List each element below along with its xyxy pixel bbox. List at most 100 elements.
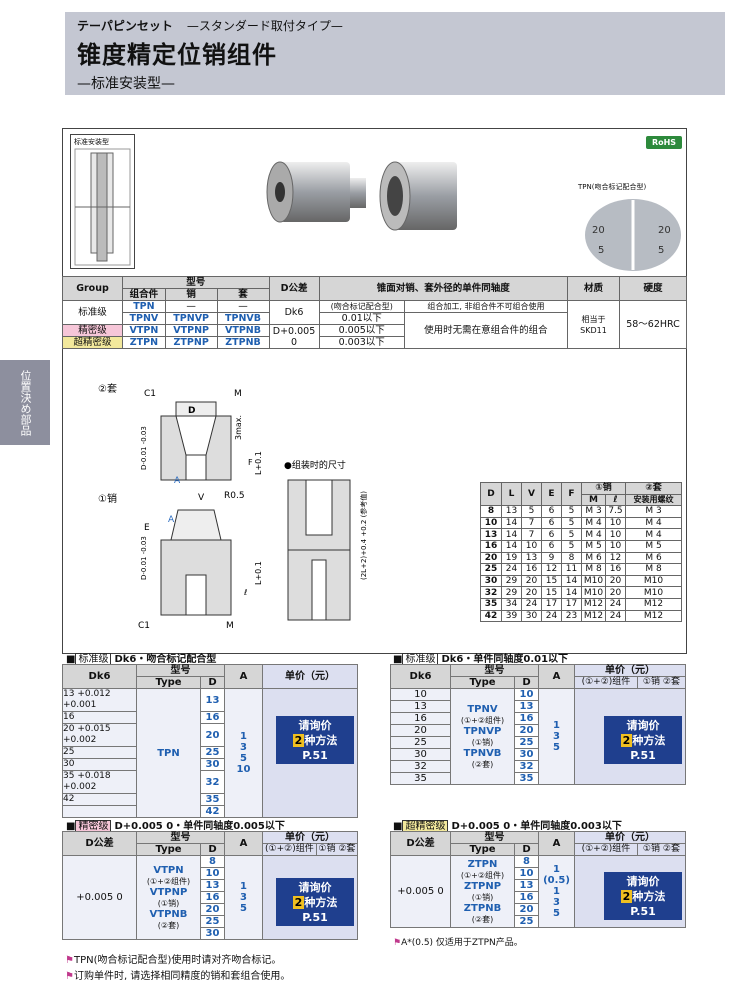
dim-cell: 10 (521, 539, 542, 553)
svg-text:F: F (248, 458, 253, 467)
dim-cell: 7.5 (605, 505, 626, 518)
dim-cell: M 8 (581, 563, 606, 576)
type-label: ZTPN (467, 858, 498, 870)
dim-cell: 8 (561, 551, 582, 565)
d-cell[interactable]: 20 (200, 903, 225, 916)
type-label: TPNVP (463, 725, 502, 737)
a-value: 3 (553, 897, 560, 908)
d-cell[interactable]: 13 (200, 688, 225, 712)
dim-cell: 8 (480, 505, 502, 518)
side-category-tab[interactable]: 位置決め部品 (0, 360, 50, 445)
dim-cell: 11 (561, 563, 582, 576)
d-cell[interactable]: 42 (200, 805, 225, 818)
dim-cell: 34 (501, 597, 522, 611)
a-value: 1 (240, 881, 247, 892)
type-label: (②套) (471, 914, 494, 924)
dim-cell: 10 (605, 516, 626, 530)
d-cell[interactable]: 8 (514, 855, 539, 868)
d-cell[interactable]: 13 (514, 879, 539, 892)
sec4-note: ⚑A*(0.5) 仅适用于ZTPN产品。 (393, 938, 523, 948)
a-value: 5 (553, 742, 560, 753)
d-cell[interactable]: 30 (200, 758, 225, 771)
svg-text:E: E (144, 523, 150, 533)
d-cell[interactable]: 10 (200, 867, 225, 880)
dim-cell: 13 (521, 551, 542, 565)
d-cell[interactable]: 35 (200, 793, 225, 806)
type-label: (①+②组件) (460, 715, 505, 725)
d-cell[interactable]: 25 (514, 736, 539, 749)
d-cell[interactable]: 25 (200, 746, 225, 759)
svg-text:D-0.01 -0.03: D-0.01 -0.03 (140, 426, 148, 470)
dim-cell: M10 (581, 574, 606, 588)
tol-cell: 13 (390, 700, 451, 713)
d-cell[interactable]: 10 (514, 688, 539, 701)
dim-cell: 24 (605, 609, 626, 623)
tol-cell: +0.005 0 (390, 855, 451, 928)
dim-cell: 20 (480, 551, 502, 565)
tol-cell: 20 (390, 724, 451, 737)
d-cell[interactable]: 10 (514, 867, 539, 880)
tol-cell: 16 (62, 711, 137, 724)
d-cell[interactable]: 8 (200, 855, 225, 868)
tol-cell: 30 (62, 758, 137, 771)
d-cell[interactable]: 16 (200, 711, 225, 724)
d-cell[interactable]: 13 (200, 879, 225, 892)
dim-cell: M12 (581, 597, 606, 611)
type-cell[interactable]: ZTPN(①+②组件)ZTPNP(①销)ZTPNB(②套) (450, 855, 515, 928)
d-cell[interactable]: 13 (514, 700, 539, 713)
dim-cell: M 5 (625, 539, 682, 553)
d-cell[interactable]: 25 (514, 915, 539, 928)
dim-cell: M12 (625, 609, 682, 623)
d-cell[interactable]: 16 (514, 891, 539, 904)
type-cell[interactable]: TPNV(①+②组件)TPNVP(①销)TPNVB(②套) (450, 688, 515, 785)
dim-cell: 30 (480, 574, 502, 588)
dim-cell: 5 (561, 528, 582, 541)
a-value: 1 (553, 864, 560, 875)
footnotes: ⚑TPN(吻合标记配合型)使用时请对齐吻合标记。 ⚑订购单件时, 请选择相同精度… (65, 955, 291, 982)
d-cell[interactable]: 20 (514, 724, 539, 737)
svg-text:V: V (198, 493, 205, 503)
type-cell[interactable]: TPN (136, 688, 201, 818)
d-cell[interactable]: 20 (514, 903, 539, 916)
d-cell[interactable]: 32 (200, 770, 225, 794)
product-photo (266, 161, 457, 231)
dim-cell: 5 (521, 505, 542, 518)
dim-cell: 7 (521, 528, 542, 541)
d-cell[interactable]: 35 (514, 772, 539, 785)
dim-cell: 10 (605, 539, 626, 553)
d-cell[interactable]: 32 (514, 760, 539, 773)
d-cell[interactable]: 30 (514, 748, 539, 761)
type-cell[interactable]: VTPN(①+②组件)VTPNP(①销)VTPNB(②套) (136, 855, 201, 940)
d-cell[interactable]: 30 (200, 927, 225, 940)
tol-cell: 20 +0.015 +0.002 (62, 723, 137, 747)
tol-cell (62, 805, 137, 818)
d-cell[interactable]: 25 (200, 915, 225, 928)
d-cell[interactable]: 16 (514, 712, 539, 725)
type-label: (①+②组件) (460, 870, 505, 880)
dim-cell: 5 (561, 505, 582, 518)
dim-cell: 6 (541, 528, 562, 541)
a-value: 5 (240, 903, 247, 914)
a-value: 5 (553, 908, 560, 919)
dim-cell: 29 (501, 586, 522, 599)
d-cell[interactable]: 16 (200, 891, 225, 904)
dim-cell: 13 (480, 528, 502, 541)
d-cell[interactable]: 20 (200, 723, 225, 747)
svg-text:M: M (226, 621, 234, 631)
dim-cell: 6 (541, 516, 562, 530)
install-diagram: 标准安装型 (70, 134, 135, 269)
type-label: VTPNB (149, 908, 188, 920)
